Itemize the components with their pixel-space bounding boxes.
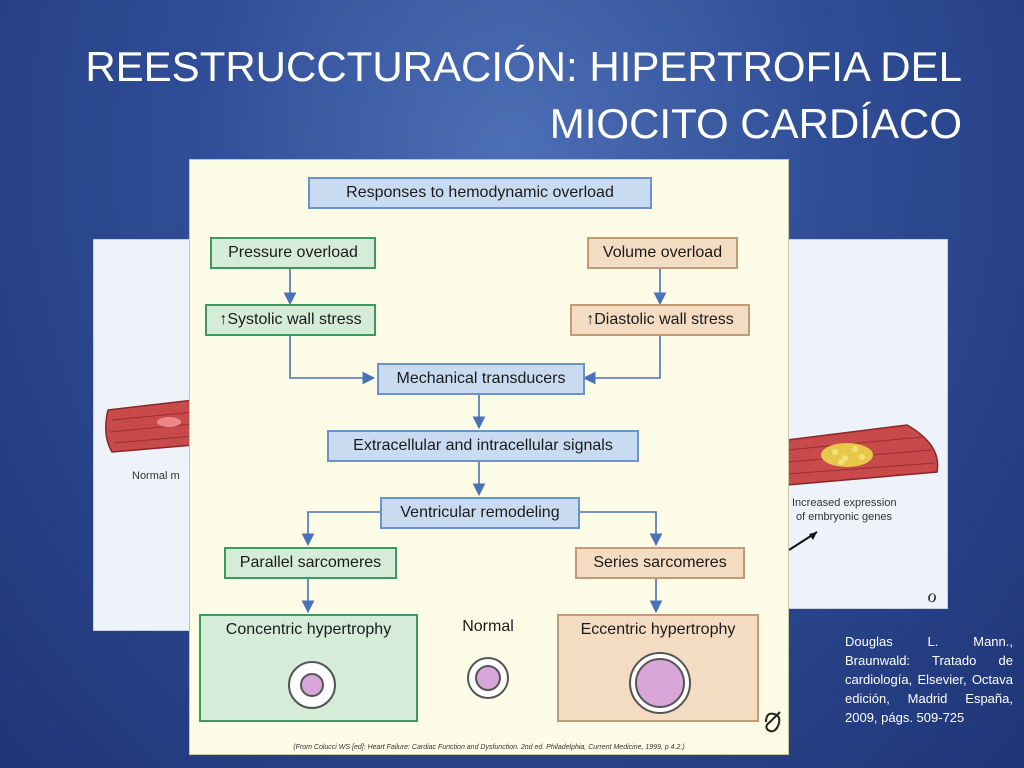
slide-title: REESTRUCCTURACIÓN: HIPERTROFIA DEL MIOCI… bbox=[62, 38, 962, 152]
volume-overload-box: Volume overload bbox=[587, 237, 738, 269]
signals-box: Extracellular and intracellular signals bbox=[327, 430, 639, 462]
hypertrophied-myocyte-panel: ℴ Increased expression of embryonic gene… bbox=[786, 239, 948, 609]
concentric-cell-icon bbox=[288, 661, 336, 709]
embryonic-genes-label: Increased expression of embryonic genes bbox=[792, 497, 897, 523]
signature-mark bbox=[765, 711, 781, 733]
normal-label: Normal bbox=[462, 618, 514, 635]
mechanical-transducers-box: Mechanical transducers bbox=[377, 363, 585, 395]
normal-cell-icon bbox=[467, 657, 509, 699]
normal-myocyte-label: Normal m bbox=[132, 470, 180, 482]
normal-myocyte-illustration bbox=[105, 399, 194, 453]
reference-text: Douglas L. Mann., Braunwald: Tratado de … bbox=[845, 634, 1013, 725]
pressure-overload-box: Pressure overload bbox=[210, 237, 376, 269]
diastolic-wall-stress-box: ↑Diastolic wall stress bbox=[570, 304, 750, 336]
hypertrophied-myocyte-illustration: ℴ bbox=[787, 424, 939, 607]
concentric-hypertrophy-label: Concentric hypertrophy bbox=[225, 621, 392, 638]
title-line-2: MIOCITO CARDÍACO bbox=[549, 100, 962, 147]
hemodynamic-overload-diagram: Responses to hemodynamic overload Pressu… bbox=[189, 159, 789, 755]
eccentric-hypertrophy-box: Eccentric hypertrophy bbox=[557, 614, 759, 722]
diagram-arrows bbox=[283, 268, 667, 614]
systolic-wall-stress-box: ↑Systolic wall stress bbox=[205, 304, 376, 336]
eccentric-cell-icon bbox=[629, 652, 691, 714]
series-sarcomeres-box: Series sarcomeres bbox=[575, 547, 745, 579]
concentric-hypertrophy-box: Concentric hypertrophy bbox=[199, 614, 418, 722]
normal-myocyte-panel: Normal m bbox=[93, 239, 195, 631]
eccentric-hypertrophy-label: Eccentric hypertrophy bbox=[580, 621, 736, 638]
header-box: Responses to hemodynamic overload bbox=[308, 177, 652, 209]
parallel-sarcomeres-box: Parallel sarcomeres bbox=[224, 547, 397, 579]
title-line-1: REESTRUCCTURACIÓN: HIPERTROFIA DEL bbox=[85, 43, 962, 90]
figure-caption: (From Colucci WS [ed]: Heart Failure: Ca… bbox=[293, 744, 685, 751]
svg-text:ℴ: ℴ bbox=[927, 582, 937, 607]
ventricular-remodeling-box: Ventricular remodeling bbox=[380, 497, 580, 529]
